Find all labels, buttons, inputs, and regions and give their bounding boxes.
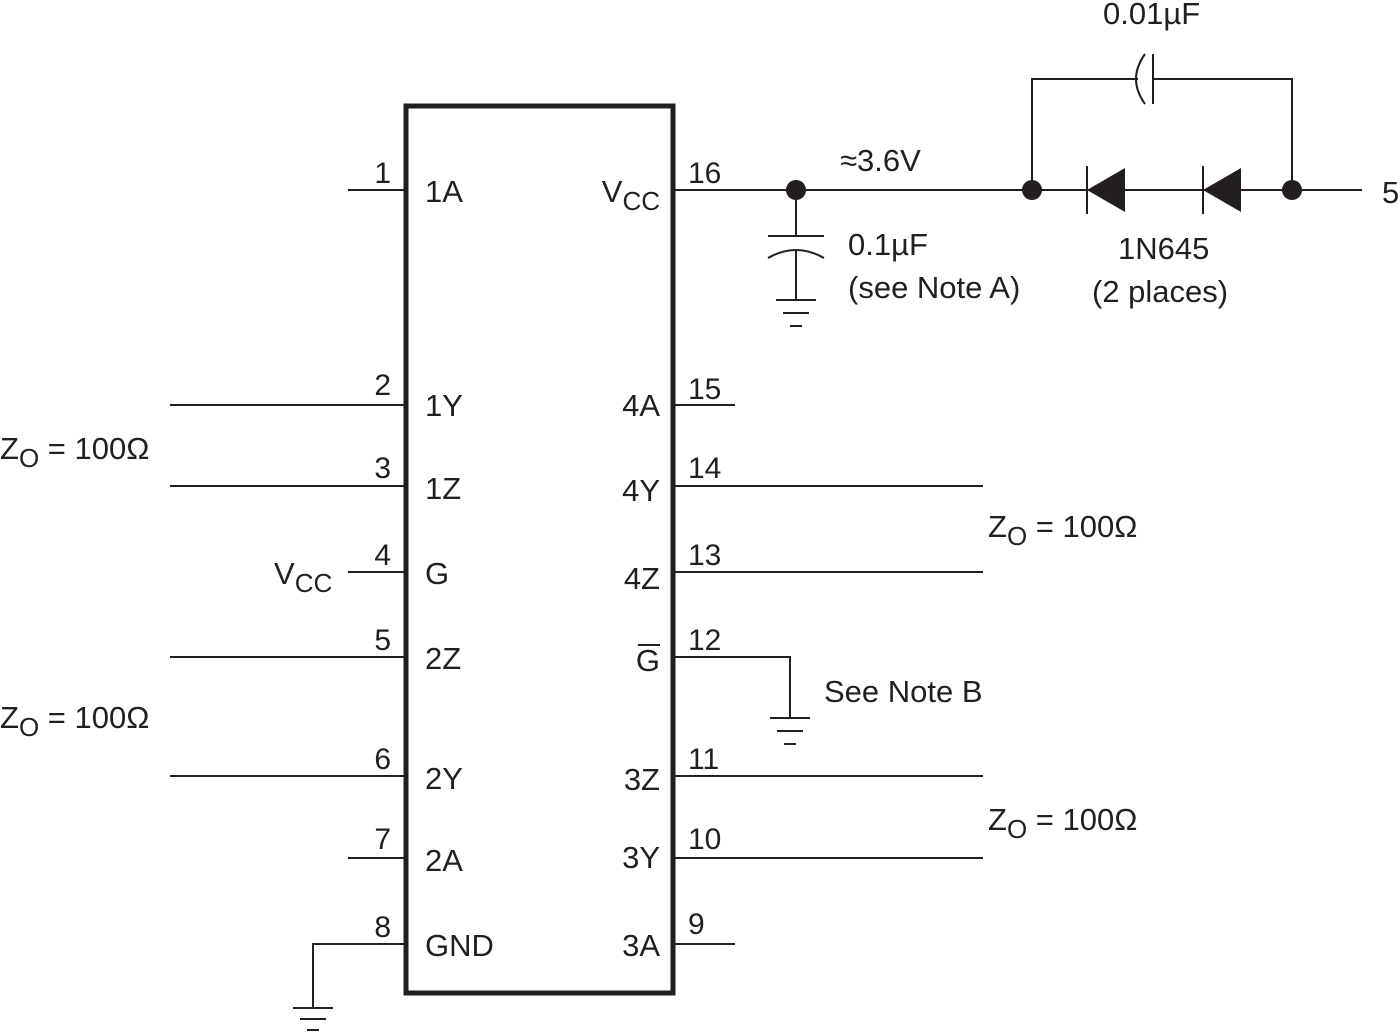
pin-name: 4A	[622, 388, 660, 423]
pin-name: GND	[425, 928, 494, 963]
pin-name: 3Y	[622, 840, 660, 875]
pin-name-vcc: VCC	[602, 174, 660, 216]
pin-name-g-bar: G	[636, 643, 660, 678]
pin-number: 7	[374, 823, 391, 856]
pin-name: 2Z	[425, 641, 461, 676]
pin-name: 1Z	[425, 471, 461, 506]
top-capacitor-value: 0.01µF	[1103, 0, 1200, 31]
pin-number: 6	[374, 743, 391, 776]
pin-number: 9	[688, 908, 705, 941]
pin-number: 14	[688, 452, 721, 485]
pin-name: 1Y	[425, 388, 463, 423]
ground-symbol-pin12	[770, 717, 810, 745]
pin-number: 1	[374, 157, 391, 190]
pin-name: 2Y	[425, 761, 463, 796]
left-pin-numbers: 1 2 3 4 5 6 7 8	[374, 157, 391, 944]
diode-2-icon	[1203, 168, 1241, 212]
diode-places: (2 places)	[1092, 274, 1228, 309]
pin-number: 11	[688, 743, 719, 776]
diode-part-number: 1N645	[1118, 231, 1209, 266]
right-pin-numbers: 16 15 14 13 12 11 10 9	[688, 157, 721, 941]
bypass-capacitor-value: 0.1µF	[848, 227, 928, 262]
pin-number: 12	[688, 624, 721, 657]
note-b-label: See Note B	[824, 674, 983, 709]
ic-body	[403, 103, 676, 996]
pin-number: 16	[688, 157, 721, 190]
voltage-node-label: ≈3.6V	[840, 143, 921, 178]
impedance-label-left-2: ZO = 100Ω	[0, 700, 149, 742]
vcc-label-pin4: VCC	[274, 556, 332, 598]
pin-name: 4Y	[622, 473, 660, 508]
pin-number: 3	[374, 452, 391, 485]
pin-name: 4Z	[624, 561, 660, 596]
pin-name: 3A	[622, 928, 660, 963]
pin-number: 4	[374, 539, 391, 572]
pin-name: 3Z	[624, 762, 660, 797]
left-pin-names: 1A 1Y 1Z G 2Z 2Y 2A GND	[425, 174, 494, 963]
ground-symbol-pin8	[293, 1007, 333, 1031]
supply-label-cut: 5	[1382, 175, 1399, 210]
right-pin-names: VCC 4A 4Y 4Z G 3Z 3Y 3A	[602, 174, 661, 963]
diode-1-icon	[1087, 168, 1125, 212]
impedance-label-right-1: ZO = 100Ω	[988, 509, 1137, 551]
pin-number: 5	[374, 624, 391, 657]
pin-number: 8	[374, 911, 391, 944]
external-labels: VCC ZO = 100Ω ZO = 100Ω ZO = 100Ω ZO = 1…	[0, 0, 1399, 844]
pin-name: 2A	[425, 843, 463, 878]
pin-number: 10	[688, 823, 721, 856]
diode-network	[1022, 53, 1302, 214]
impedance-label-right-2: ZO = 100Ω	[988, 802, 1137, 844]
pin-name: G	[425, 556, 449, 591]
bypass-capacitor	[767, 180, 825, 327]
left-pin-leads	[170, 189, 406, 1008]
pin-number: 2	[374, 369, 391, 402]
pin-number: 15	[688, 373, 721, 406]
pin-name: 1A	[425, 174, 463, 209]
pin-number: 13	[688, 539, 721, 572]
impedance-label-left-1: ZO = 100Ω	[0, 431, 149, 473]
bypass-capacitor-note: (see Note A)	[848, 270, 1020, 305]
